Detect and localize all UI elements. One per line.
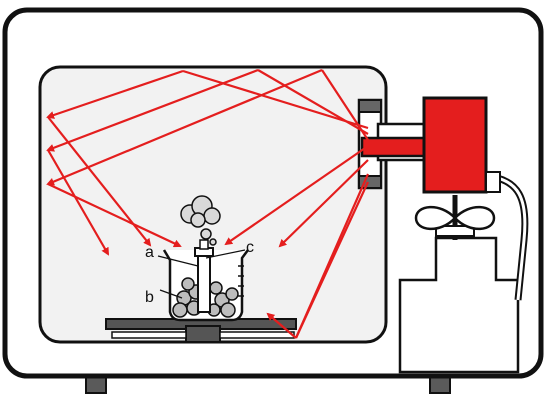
leader-line-b <box>159 289 183 299</box>
label-b: b <box>145 289 154 306</box>
label-c: c <box>246 239 254 256</box>
transformer-icon <box>398 236 520 374</box>
leader-line-c <box>205 249 246 259</box>
microwave-rays <box>46 68 370 339</box>
steam-cloud-icon <box>180 195 221 246</box>
magnetron-icon <box>357 96 501 194</box>
cooling-fan-icon <box>414 195 496 240</box>
label-a: a <box>145 244 154 261</box>
leader-line-a <box>157 255 199 267</box>
beaker-icon <box>162 239 249 322</box>
